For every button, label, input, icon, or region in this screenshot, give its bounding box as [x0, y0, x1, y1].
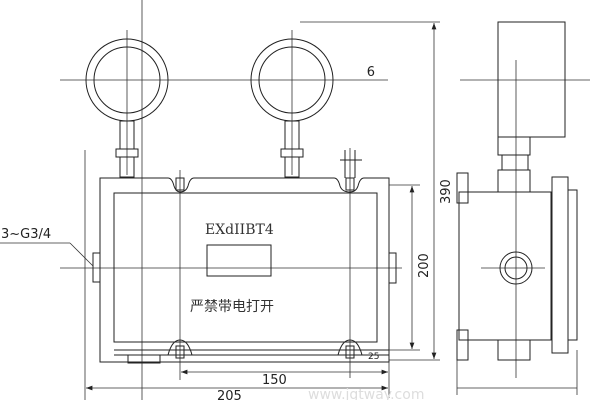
- ex-marking: EXdIIBT4: [205, 222, 274, 238]
- lamp-left: [85, 38, 169, 178]
- lamp-right: [250, 38, 334, 178]
- dim-mount-spacing: 150: [262, 373, 287, 388]
- dim-overall-height: 390: [439, 179, 454, 204]
- thread-label: 3~G3/4: [1, 227, 51, 242]
- display-window: [206, 244, 272, 277]
- enclosure-side-view: [456, 21, 590, 378]
- thread-callout: [0, 242, 94, 267]
- dim-lamp-offset: 9: [367, 62, 375, 77]
- dim-body-height: 200: [417, 253, 432, 278]
- warning-text: 严禁带电打开: [190, 298, 274, 315]
- dim-overall-width: 205: [217, 389, 242, 400]
- watermark: www.jgtway.com: [308, 387, 424, 400]
- enclosure-front: [92, 150, 397, 364]
- dimension-lines: [86, 21, 578, 398]
- dim-small: 25: [368, 352, 379, 362]
